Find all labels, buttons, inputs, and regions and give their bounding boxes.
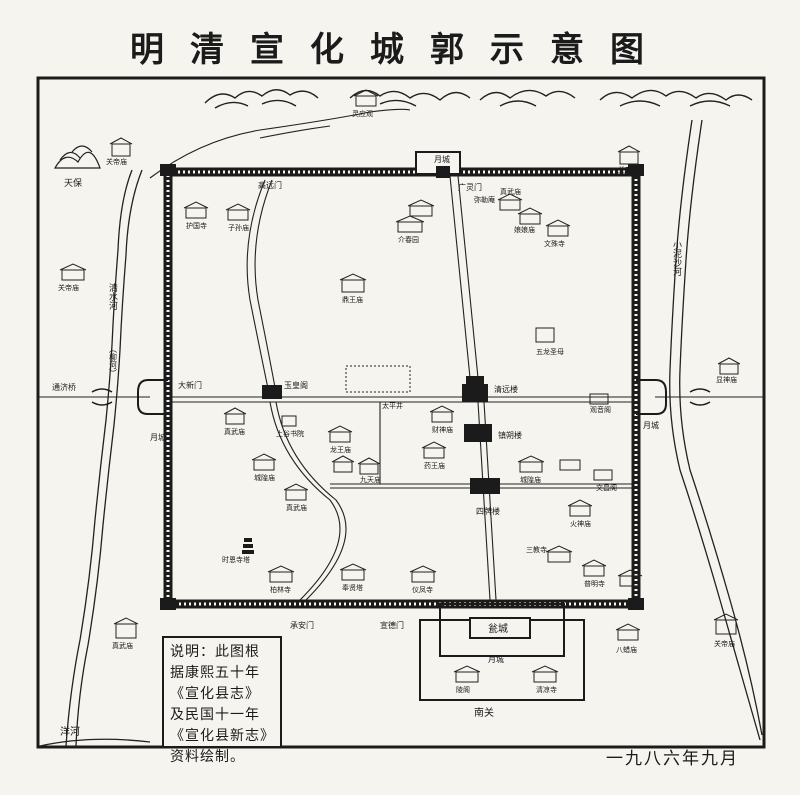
- temple-label-22: 仪凤寺: [412, 586, 433, 594]
- stream-label: 小泥沙河: [671, 240, 682, 276]
- temple-label-32: 关帝庙: [714, 639, 735, 648]
- yang-river-label: 洋河: [60, 725, 80, 738]
- temple-label-11: 上谷书院: [276, 429, 304, 438]
- north-gate: [415, 151, 461, 178]
- temple-label-3: 介春园: [398, 235, 419, 244]
- yuhuang-pavilion-label: 玉皇阁: [284, 380, 308, 390]
- temple-label-18: 文昌阁: [596, 483, 617, 492]
- temple-label-4: 真武庙: [500, 187, 521, 196]
- temple-label-16: 财神庙: [432, 425, 453, 434]
- temple-label-20: 火神庙: [570, 519, 591, 528]
- temple-label-29: 关帝庙: [106, 157, 127, 166]
- temple-label-31: 真武庙: [112, 641, 133, 650]
- temple-label-8: 鼎王庙: [342, 295, 363, 304]
- drum-tower-label: 清远楼: [494, 384, 518, 394]
- temple-label-21: 三教寺: [526, 545, 547, 554]
- temple-label-26: 八蜡庙: [616, 645, 637, 654]
- temple-label-33: 观音阁: [590, 405, 611, 414]
- east-moon-city-label: 月城: [643, 421, 659, 430]
- pagoda-label: 时恩寺塔: [222, 555, 250, 564]
- temple-icons: [59, 89, 741, 683]
- south-west-gate-label: 承安门: [290, 620, 314, 630]
- bridges: [91, 388, 711, 406]
- river-old-label: （柳河）: [109, 345, 118, 377]
- temple-label-28: 关帝庙: [58, 283, 79, 292]
- temple-labels: 护国寺 子孙庙 介春园 真武庙 弥勒庵 娘娘庙 文殊寺 鼎王庙 五龙圣母 真武庙…: [58, 109, 737, 694]
- temple-label-30: 关帝庙: [618, 165, 639, 174]
- temple-label-2: 子孙庙: [228, 223, 249, 232]
- temple-label-13: 九天庙: [360, 475, 381, 484]
- explanatory-note: 说明：此图根据康熙五十年《宣化县志》及民国十一年《宣化县新志》资料绘制。: [162, 636, 282, 765]
- west-gate-label: 大新门: [178, 380, 202, 390]
- arch-tower-label: 四牌楼: [476, 506, 500, 516]
- south-east-gate-label: 宣德门: [380, 620, 404, 630]
- temple-label-14: 城隍庙: [254, 473, 275, 482]
- east-gate: [636, 379, 667, 415]
- temple-label-15: 真武庙: [286, 503, 307, 512]
- central-towers: [262, 376, 500, 494]
- north-gate-label: 广灵门: [458, 182, 482, 192]
- nw-mountain-label: 天保: [64, 177, 82, 189]
- corner-towers: [160, 164, 644, 610]
- map-frame: [36, 76, 766, 749]
- temple-label-19: 城隍庙: [520, 475, 541, 484]
- temple-label-12: 龙王庙: [330, 445, 351, 454]
- south-moon-city-label: 月城: [488, 655, 504, 664]
- city-wall: [163, 167, 641, 609]
- temple-label-1: 护国寺: [186, 221, 207, 230]
- west-gate: [137, 379, 168, 415]
- temple-label-7: 文殊寺: [544, 239, 565, 248]
- temple-label-10: 真武庙: [224, 427, 245, 436]
- pagoda-icon: [242, 538, 254, 554]
- south-pass-label: 南关: [474, 706, 494, 719]
- temple-label-5: 弥勒庵: [474, 195, 495, 204]
- rivers: [39, 119, 763, 747]
- temple-label-6: 娘娘庙: [514, 225, 535, 234]
- temple-label-25: 普明寺: [584, 579, 605, 588]
- west-moon-city-label: 月城: [150, 433, 166, 442]
- temple-label-9: 五龙圣母: [536, 347, 564, 356]
- north-moon-city-label: 月城: [434, 155, 450, 164]
- temple-label-17: 药王庙: [424, 461, 445, 470]
- temple-label-36: 灵应观: [352, 109, 373, 118]
- temple-label-24: 柏林寺: [270, 585, 291, 594]
- south-gate-complex: [419, 603, 585, 701]
- map-title: 明清宣化城郭示意图: [130, 30, 670, 70]
- nw-mountain-icon: [53, 145, 101, 169]
- temple-label-23: 奉贤塔: [342, 583, 363, 592]
- map-date: 一九八六年九月: [606, 749, 739, 769]
- temple-label-34: 陵阁: [456, 685, 470, 694]
- yamen-compound: [345, 365, 411, 393]
- temple-label-27: 显神庙: [716, 375, 737, 384]
- outer-roads: [38, 108, 764, 398]
- west-bridge-label: 通济桥: [52, 382, 76, 392]
- south-gate-city-label: 瓮城: [488, 622, 508, 635]
- bell-tower-label: 镇朔楼: [498, 430, 522, 440]
- river-label: 清水河: [107, 282, 118, 310]
- temple-label-37: 太平井: [382, 401, 403, 410]
- mountain-range: [204, 89, 753, 109]
- temple-label-35: 清凉寺: [536, 685, 557, 694]
